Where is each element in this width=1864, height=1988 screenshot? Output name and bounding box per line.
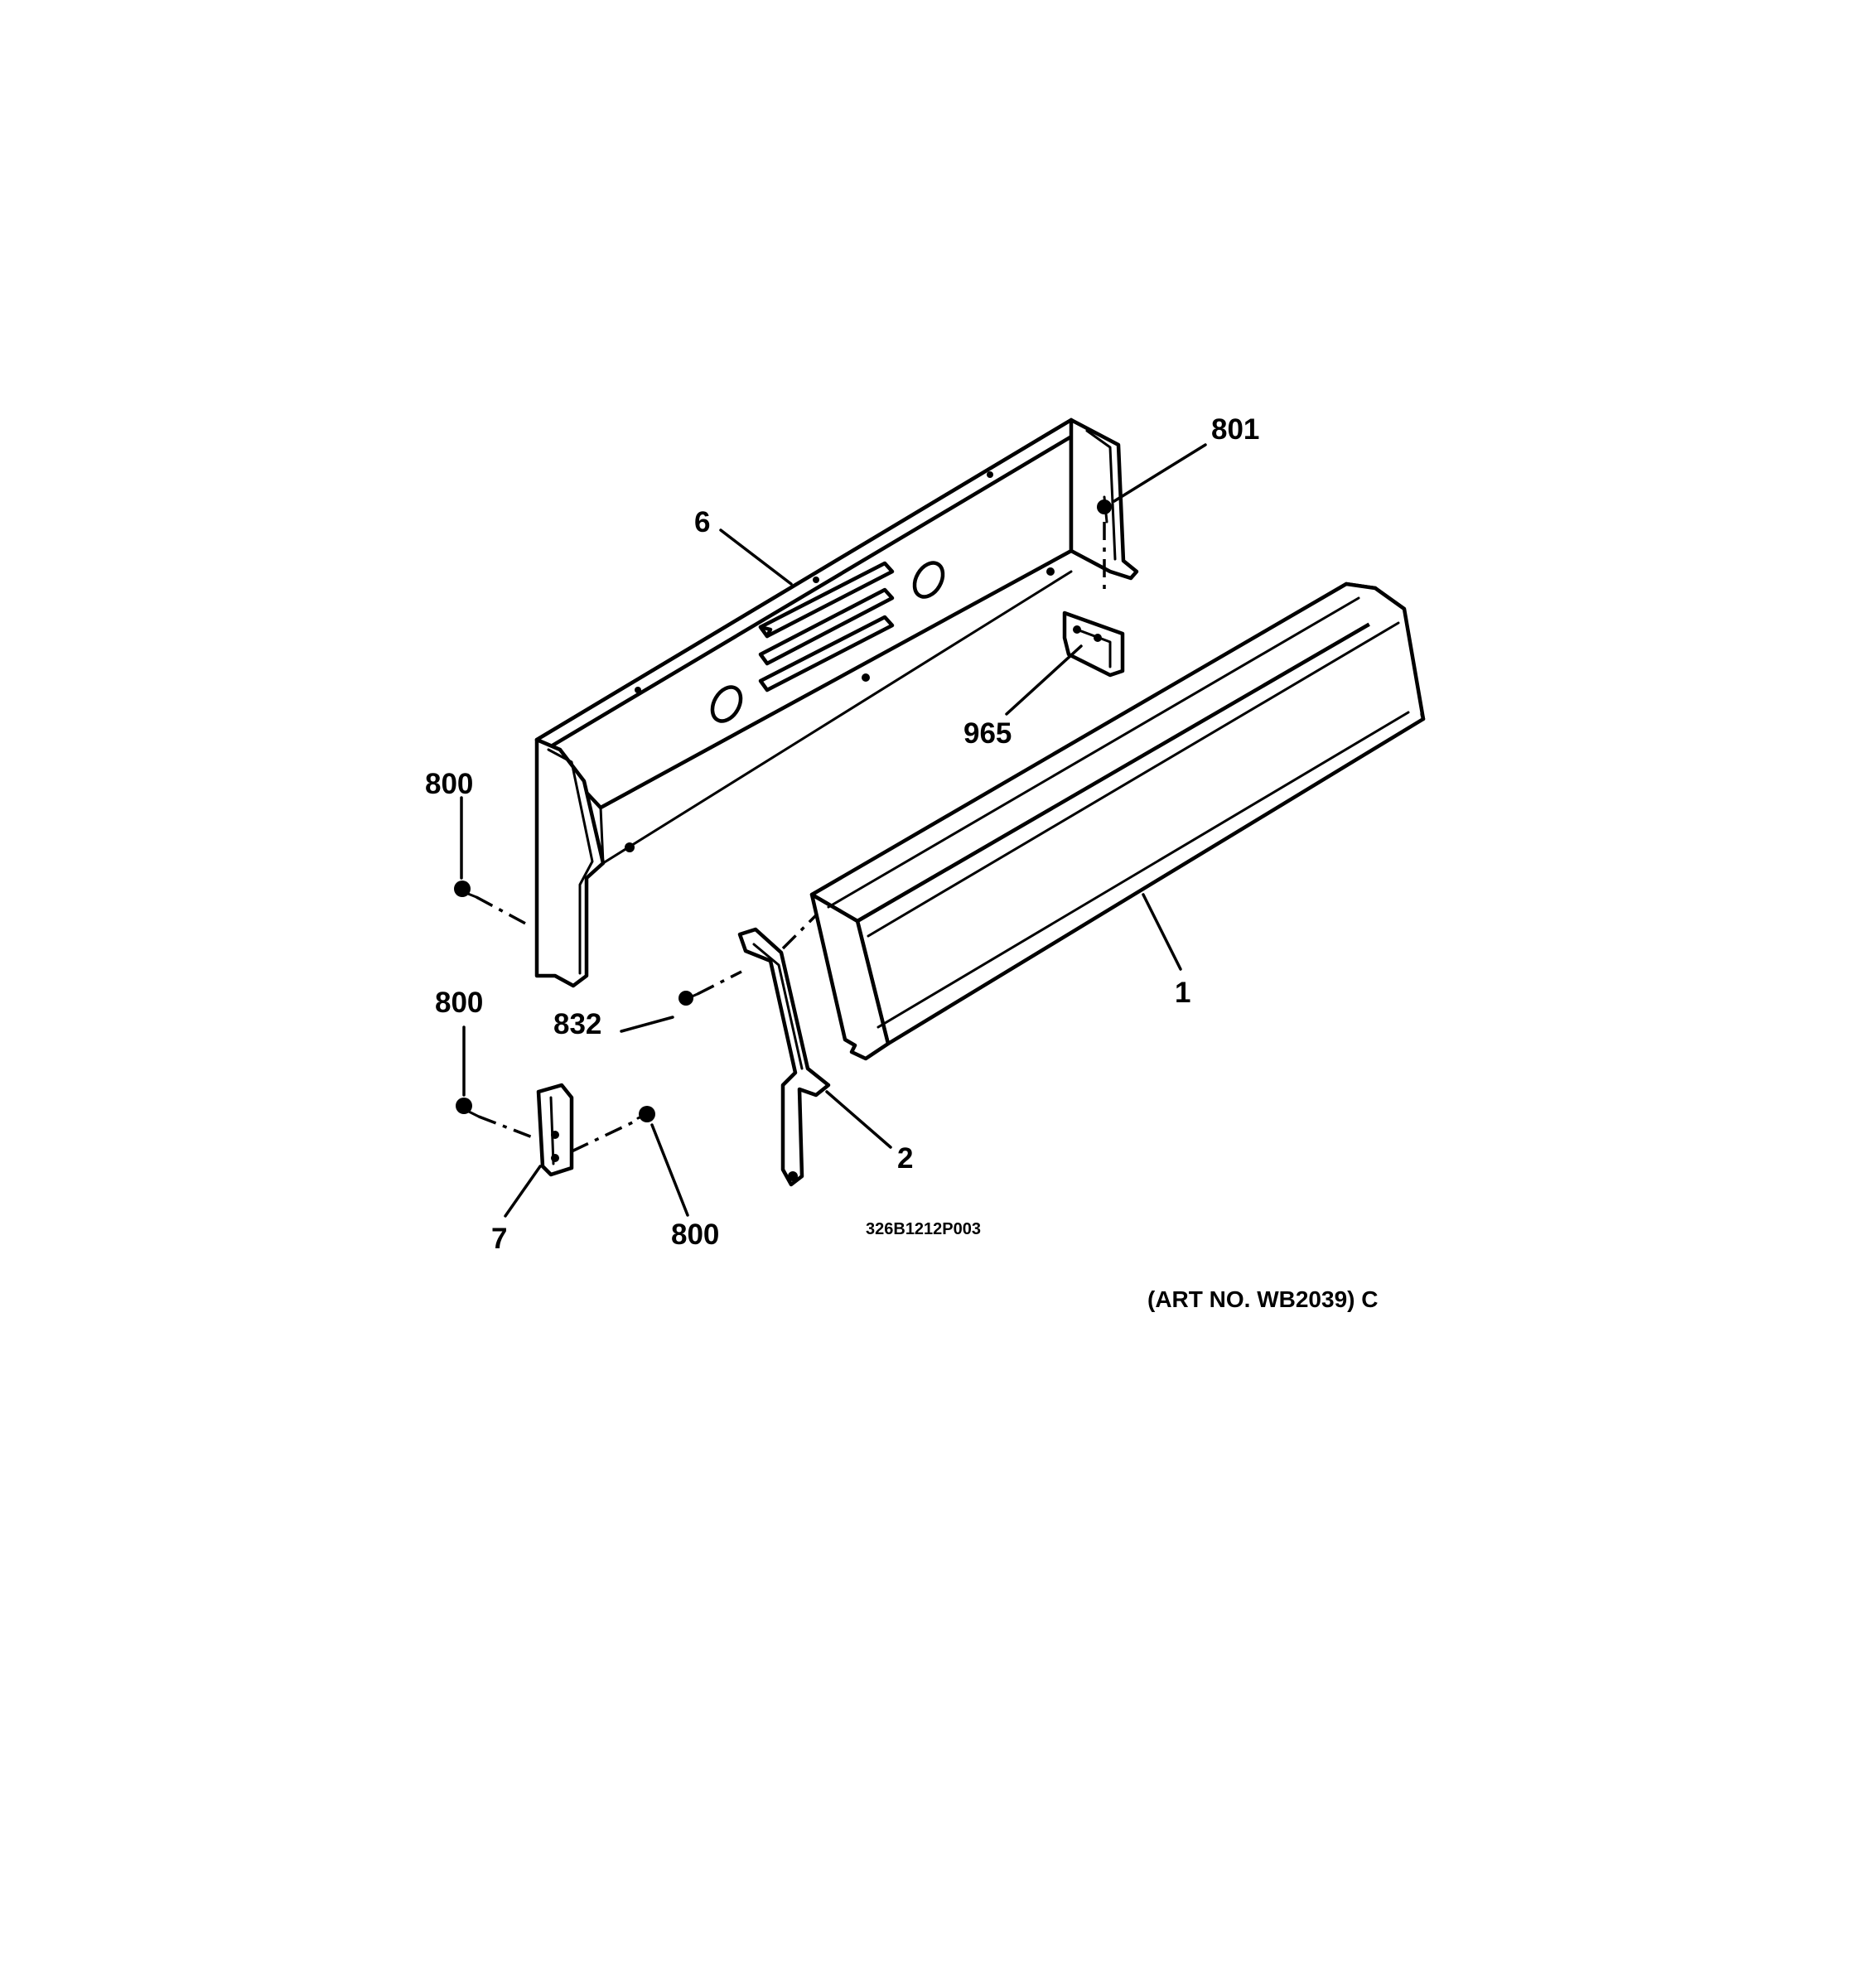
leader-lines: [460, 443, 1207, 1218]
callout-1: 1: [1175, 977, 1190, 1009]
screw-800-bottom: [636, 1106, 655, 1122]
callout-832: 832: [553, 1008, 601, 1040]
callout-800-top: 800: [425, 768, 473, 800]
part-6-backguard: [534, 417, 1139, 988]
callout-2: 2: [897, 1142, 913, 1175]
callout-7: 7: [491, 1223, 507, 1255]
screw-800-top: [454, 881, 478, 899]
callout-800-bottom: 800: [671, 1218, 719, 1251]
part-965-bracket: [1062, 610, 1125, 678]
part-7-hinge-bracket: [536, 1083, 574, 1177]
part-1-trim: [809, 581, 1426, 1061]
assembly-lines: [476, 522, 1106, 1153]
callout-labels: 801 6 965 800 1 832 800 2 7 800: [425, 413, 1259, 1255]
callout-800-mid: 800: [435, 987, 483, 1019]
part-2-side-bracket: [737, 927, 831, 1187]
drawing-code: 326B1212P003: [866, 1220, 981, 1238]
screw-832: [678, 991, 699, 1006]
screw-800-mid: [456, 1098, 480, 1118]
callout-6: 6: [694, 506, 710, 538]
art-number: (ART NO. WB2039) C: [1147, 1286, 1378, 1312]
callout-965: 965: [963, 717, 1012, 750]
screw-801: [1097, 495, 1112, 524]
callout-801: 801: [1211, 413, 1259, 446]
